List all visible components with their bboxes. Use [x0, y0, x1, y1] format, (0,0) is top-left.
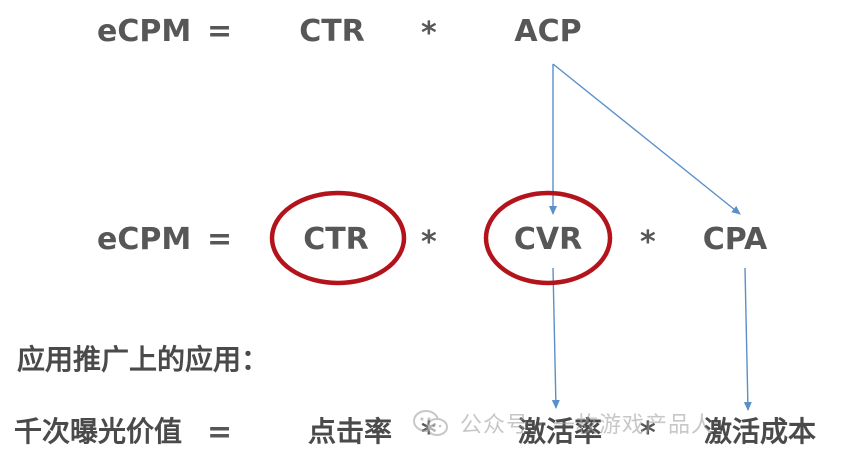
wechat-icon — [413, 410, 448, 436]
cvr-highlight-circle — [483, 190, 613, 286]
row1-equals: = — [207, 14, 233, 49]
row1-acp: ACP — [514, 14, 582, 49]
watermark-text: 公众号 · 一枚游戏产品人 — [460, 413, 714, 438]
row2-cvr: CVR — [513, 222, 583, 257]
row2-ctr: CTR — [303, 222, 369, 257]
row2-ecpm: eCPM — [97, 222, 192, 257]
row1-multiply: * — [421, 16, 437, 51]
row2-multiply-2: * — [640, 225, 656, 260]
arrow-acp-to-cpa — [552, 63, 741, 215]
row2-multiply-1: * — [421, 225, 437, 260]
ctr-highlight-circle — [269, 190, 407, 286]
watermark: 公众号 · 一枚游戏产品人 — [412, 405, 714, 441]
row3-activation-cost: 激活成本 — [703, 415, 817, 448]
section-label: 应用推广上的应用： — [17, 343, 270, 376]
row2-equals: = — [207, 222, 233, 257]
row1-ctr: CTR — [299, 14, 365, 49]
arrow-cvr-to-activation-rate — [551, 267, 560, 409]
row3-equals: = — [207, 415, 233, 450]
row2-cpa: CPA — [702, 222, 768, 257]
row3-activation-rate: 激活率 — [517, 415, 603, 448]
row1-ecpm: eCPM — [97, 14, 192, 49]
row3-click-rate: 点击率 — [307, 415, 393, 448]
arrow-cpa-to-activation-cost — [743, 267, 752, 411]
row3-multiply-2: * — [640, 416, 656, 451]
row3-impression-value: 千次曝光价值 — [14, 415, 183, 448]
